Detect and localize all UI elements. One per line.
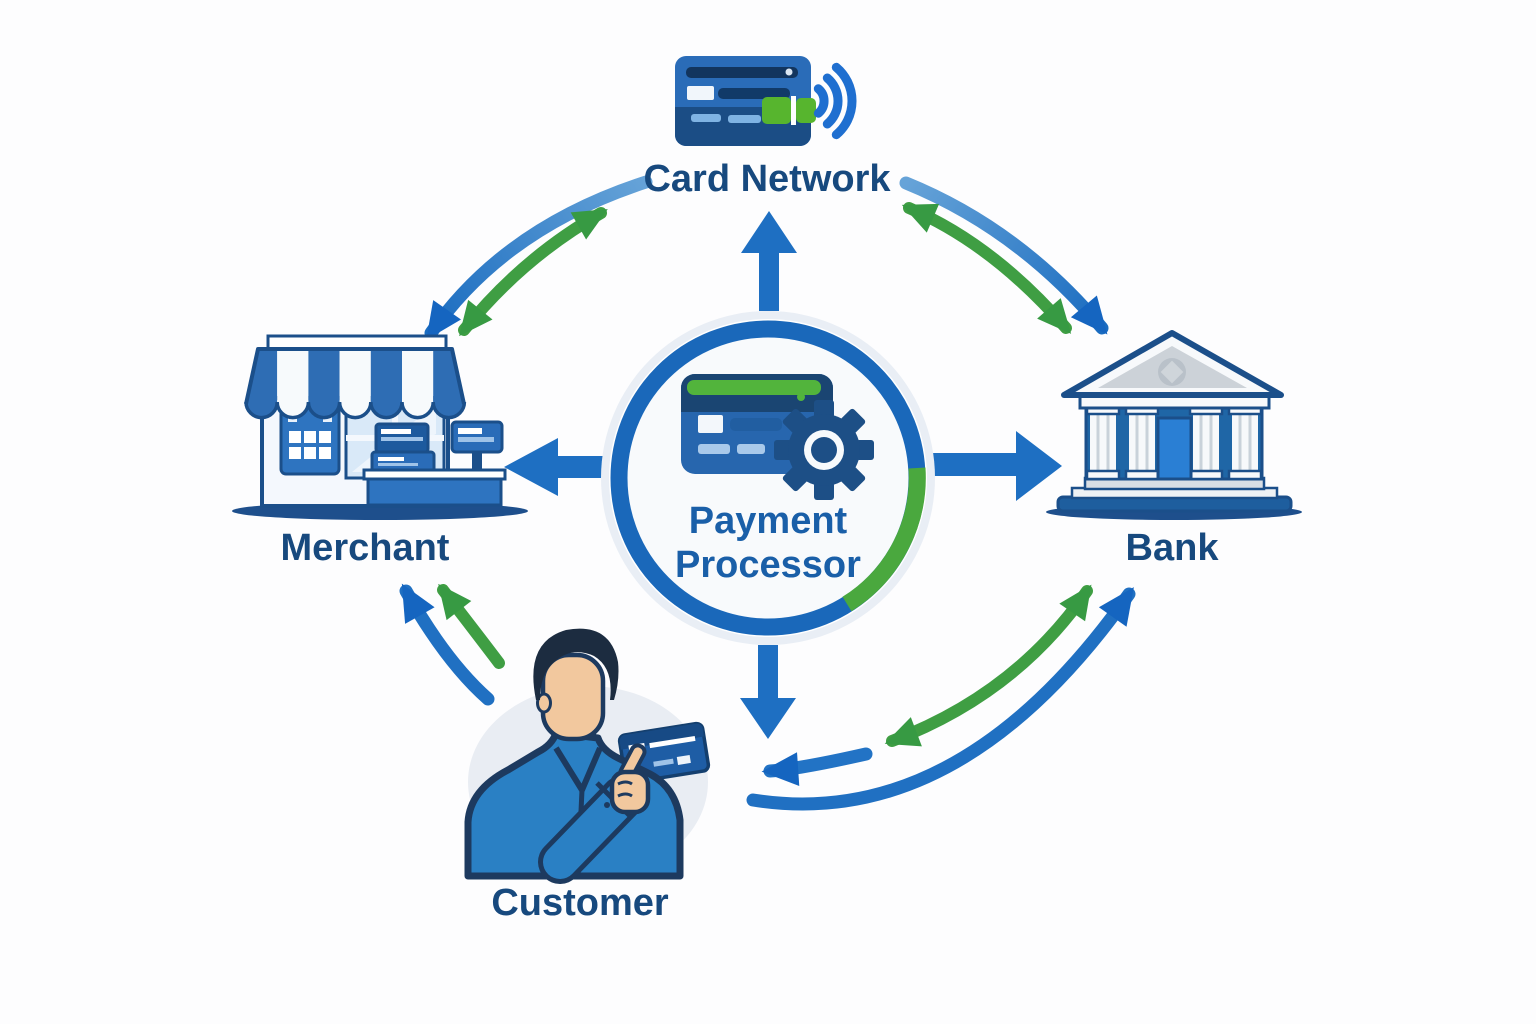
arrow-bank-customer-green bbox=[884, 584, 1093, 747]
arrow-processor-to-customer bbox=[740, 645, 796, 739]
arrow-bank-to-customer bbox=[761, 747, 873, 787]
arrow-card-network-to-bank bbox=[899, 176, 1109, 335]
card-network-label: Card Network bbox=[643, 158, 891, 200]
payment-processor-label: Payment Processor bbox=[618, 499, 918, 587]
arrow-customer-merchant-green bbox=[437, 583, 505, 669]
person-with-card-icon bbox=[464, 628, 711, 884]
payment-processor-label-line1: Payment bbox=[688, 500, 848, 542]
bank-label: Bank bbox=[1125, 527, 1219, 569]
arrow-processor-to-merchant bbox=[504, 438, 612, 496]
arrow-card-network-merchant-green bbox=[458, 207, 608, 337]
contactless-card-icon bbox=[675, 56, 857, 146]
arrow-processor-to-card-network bbox=[741, 211, 797, 311]
payment-processor-node bbox=[601, 311, 935, 645]
arrow-processor-to-bank bbox=[930, 431, 1062, 501]
card-gear-icon bbox=[681, 374, 874, 500]
contactless-waves-icon bbox=[813, 62, 857, 140]
payment-processor-label-line2: Processor bbox=[675, 544, 861, 586]
arrow-customer-to-merchant bbox=[399, 583, 495, 706]
arrow-card-network-bank-green bbox=[901, 202, 1072, 334]
merchant-label: Merchant bbox=[280, 527, 450, 569]
bank-building-icon bbox=[1046, 330, 1302, 520]
storefront-icon bbox=[232, 334, 528, 520]
customer-label: Customer bbox=[491, 882, 669, 924]
